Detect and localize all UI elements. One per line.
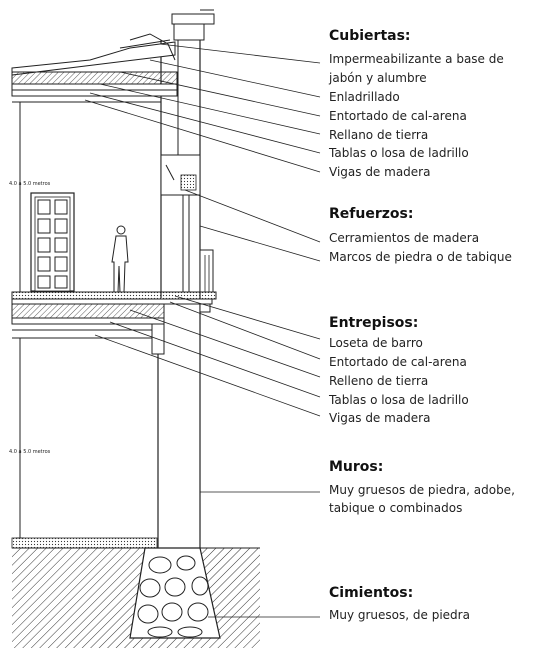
label-enladrillado: Enladrillado (329, 90, 400, 104)
label-entortado-cubierta: Entortado de cal-arena (329, 109, 467, 123)
label-marcos: Marcos de piedra o de tabique (329, 250, 512, 264)
person-figure (111, 225, 129, 293)
label-jabon-alumbre: jabón y alumbre (329, 71, 427, 85)
dimension-label-upper: 4.0 a 5.0 metros (9, 181, 51, 187)
dimension-lines (16, 101, 24, 539)
label-cimientos-piedra: Muy gruesos, de piedra (329, 608, 470, 622)
label-vigas-cubierta: Vigas de madera (329, 165, 431, 179)
label-impermeabilizante: Impermeabilizante a base de (329, 52, 504, 66)
section-title-refuerzos: Refuerzos: (329, 206, 414, 222)
window-frame (160, 154, 214, 293)
floor-slab (11, 291, 217, 355)
dimension-label-lower: 4.0 a 5.0 metros (9, 449, 51, 455)
label-tablas-cubierta: Tablas o losa de ladrillo (329, 146, 469, 160)
label-vigas-entrepiso: Vigas de madera (329, 411, 431, 425)
parapet (171, 9, 215, 41)
label-relleno-tierra: Relleno de tierra (329, 374, 429, 388)
label-cerramientos: Cerramientos de madera (329, 231, 480, 245)
label-muros-tabique: tabique o combinados (329, 501, 463, 515)
label-tablas-entrepiso: Tablas o losa de ladrillo (329, 393, 469, 407)
label-entortado-entrepiso: Entortado de cal-arena (329, 355, 467, 369)
roof (11, 33, 178, 103)
label-rellano-tierra: Rellano de tierra (329, 128, 429, 142)
leader-lines (84, 43, 321, 618)
section-title-cubiertas: Cubiertas: (329, 28, 411, 44)
section-title-muros: Muros: (329, 459, 384, 475)
label-loseta-barro: Loseta de barro (329, 336, 423, 350)
foundation (129, 547, 221, 639)
section-title-cimientos: Cimientos: (329, 585, 414, 601)
label-muros-gruesos: Muy gruesos de piedra, adobe, (329, 483, 515, 497)
section-title-entrepisos: Entrepisos: (329, 315, 419, 331)
door (30, 192, 75, 292)
